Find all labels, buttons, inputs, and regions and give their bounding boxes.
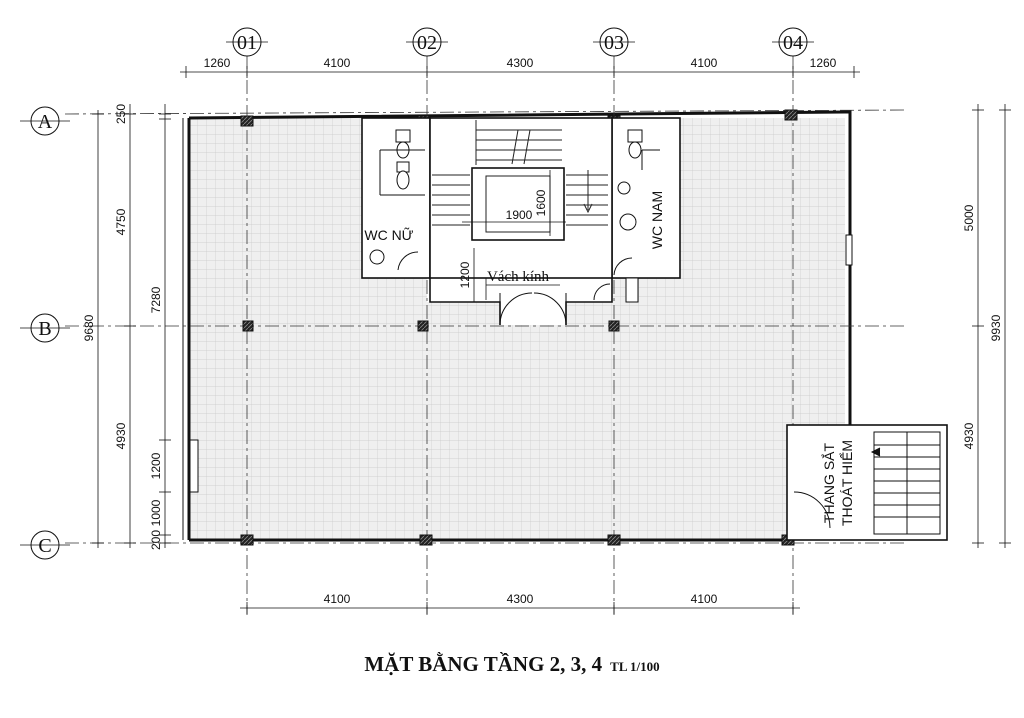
grid-label-b: B [38, 318, 51, 340]
grid-label-02: 02 [417, 32, 437, 54]
dim-left-250: 250 [114, 104, 128, 124]
dim-top-2: 4100 [324, 56, 351, 70]
dim-left-200: 200 [149, 530, 163, 550]
dim-top-1: 1260 [204, 56, 231, 70]
dim-left-1200: 1200 [149, 452, 163, 479]
grid-label-a: A [38, 111, 53, 133]
entry-doors [499, 277, 639, 326]
dim-left-outer: 9680 [82, 314, 96, 341]
core-block [361, 117, 681, 325]
dim-top-3: 4300 [507, 56, 534, 70]
dim-left-4930: 4930 [114, 422, 128, 449]
grid-label-01: 01 [237, 32, 257, 54]
fire-stair-label-2: THOÁT HIỂM [838, 440, 855, 526]
dim-lobby-depth: 1200 [458, 261, 472, 288]
dim-right-5000: 5000 [962, 204, 976, 231]
grid-bubble-crosshairs [20, 41, 814, 546]
grid-lines [64, 55, 906, 615]
wc-female-label: WC NỮ [364, 227, 413, 243]
dim-bottom-2: 4300 [507, 592, 534, 606]
dim-top-5: 1260 [810, 56, 837, 70]
floor-area [189, 118, 845, 540]
glass-wall-label: Vách kính [487, 269, 550, 285]
dim-left-7280: 7280 [149, 286, 163, 313]
dim-right-4930: 4930 [962, 422, 976, 449]
plan-title-main: MẶT BẰNG TẦNG 2, 3, 4 [364, 652, 603, 676]
dimension-lines [92, 66, 1011, 614]
dim-stair-depth: 1600 [534, 189, 548, 216]
dim-stair-width: 1900 [506, 208, 533, 222]
dim-top-4: 4100 [691, 56, 718, 70]
dim-left-4750: 4750 [114, 208, 128, 235]
fire-stair [786, 424, 948, 541]
exterior-walls [182, 110, 853, 542]
wc-fixtures [369, 129, 660, 276]
grid-label-03: 03 [604, 32, 624, 54]
plan-title: MẶT BẰNG TẦNG 2, 3, 4 TL 1/100 [0, 652, 1024, 677]
plan-scale: TL 1/100 [610, 659, 660, 674]
dim-bottom-3: 4100 [691, 592, 718, 606]
dim-left-1000: 1000 [149, 499, 163, 526]
grid-label-c: C [38, 535, 51, 557]
dim-bottom-1: 4100 [324, 592, 351, 606]
main-stair [432, 120, 608, 233]
fire-stair-label-1: THANG SẮT [820, 442, 837, 523]
wc-male-label: WC NAM [649, 191, 665, 249]
grid-label-04: 04 [783, 32, 803, 54]
dim-right-outer: 9930 [989, 314, 1003, 341]
